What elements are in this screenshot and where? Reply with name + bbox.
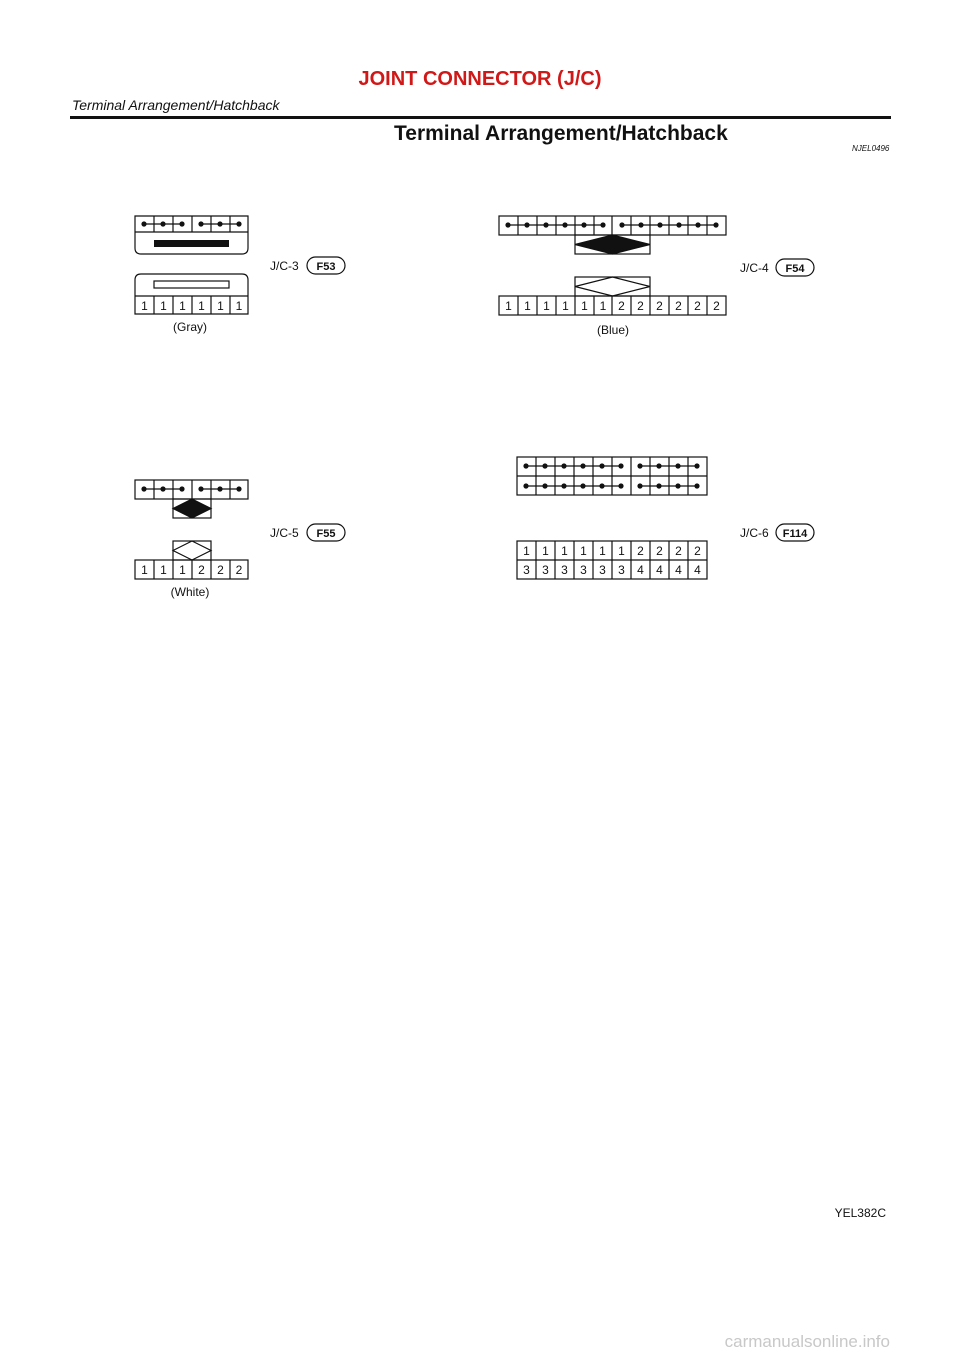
jc6-terminal-r2-6: 3 xyxy=(618,563,625,577)
jc3-terminal-1: 1 xyxy=(141,299,148,313)
page-header-title: JOINT CONNECTOR (J/C) xyxy=(358,68,602,90)
jc4-terminal-2: 1 xyxy=(524,299,531,313)
section-title: Terminal Arrangement/Hatchback xyxy=(394,122,728,145)
jc4-badge: F54 xyxy=(786,263,806,275)
jc6-terminal-r2-8: 4 xyxy=(656,563,663,577)
jc3-terminal-2: 1 xyxy=(160,299,167,313)
jc3-terminal-5: 1 xyxy=(217,299,224,313)
jc6-terminal-r1-4: 1 xyxy=(580,544,587,558)
jc6-terminal-r1-1: 1 xyxy=(523,544,530,558)
jc6-terminal-r2-1: 3 xyxy=(523,563,530,577)
jc6-label: J/C-6 xyxy=(740,526,769,540)
jc6-terminal-r1-6: 1 xyxy=(618,544,625,558)
jc6-terminal-r2-3: 3 xyxy=(561,563,568,577)
jc4-terminal-12: 2 xyxy=(713,299,720,313)
jc4-terminal-3: 1 xyxy=(543,299,550,313)
jc6-terminal-r1-10: 2 xyxy=(694,544,701,558)
jc6-terminal-r1-3: 1 xyxy=(561,544,568,558)
jc5-badge: F55 xyxy=(317,528,336,540)
jc6-terminal-r2-4: 3 xyxy=(580,563,587,577)
jc6-terminal-r2-2: 3 xyxy=(542,563,549,577)
jc5-terminal-1: 1 xyxy=(141,563,148,577)
jc4-color: (Blue) xyxy=(597,323,629,337)
jc4-terminal-8: 2 xyxy=(637,299,644,313)
figure-code: YEL382C xyxy=(835,1206,887,1220)
watermark: carmanualsonline.info xyxy=(724,1332,890,1351)
connector-jc6 xyxy=(516,456,708,580)
jc6-terminal-r2-9: 4 xyxy=(675,563,682,577)
jc6-terminal-r1-7: 2 xyxy=(637,544,644,558)
page-header-subtitle: Terminal Arrangement/Hatchback xyxy=(72,97,280,113)
jc6-terminal-r2-7: 4 xyxy=(637,563,644,577)
jc5-terminal-5: 2 xyxy=(217,563,224,577)
jc4-terminal-1: 1 xyxy=(505,299,512,313)
jc3-terminal-6: 1 xyxy=(236,299,243,313)
jc5-terminal-2: 1 xyxy=(160,563,167,577)
jc6-terminal-r1-8: 2 xyxy=(656,544,663,558)
jc5-terminal-4: 2 xyxy=(198,563,205,577)
jc3-label: J/C-3 xyxy=(270,259,299,273)
jc3-terminal-4: 1 xyxy=(198,299,205,313)
jc4-terminal-6: 1 xyxy=(600,299,607,313)
jc5-terminal-6: 2 xyxy=(236,563,243,577)
jc6-terminal-r1-5: 1 xyxy=(599,544,606,558)
jc4-terminal-5: 1 xyxy=(581,299,588,313)
jc3-badge: F53 xyxy=(317,261,336,273)
jc5-color: (White) xyxy=(171,585,210,599)
jc4-label: J/C-4 xyxy=(740,261,769,275)
jc6-badge: F114 xyxy=(783,528,808,540)
section-code: NJEL0496 xyxy=(852,144,890,153)
jc3-color: (Gray) xyxy=(173,320,207,334)
connector-jc4 xyxy=(498,215,727,316)
jc5-terminal-3: 1 xyxy=(179,563,186,577)
connector-jc3 xyxy=(134,215,249,315)
header-rule xyxy=(70,116,891,119)
jc4-terminal-9: 2 xyxy=(656,299,663,313)
jc3-terminal-3: 1 xyxy=(179,299,186,313)
jc4-terminal-10: 2 xyxy=(675,299,682,313)
jc4-terminal-4: 1 xyxy=(562,299,569,313)
connector-jc5 xyxy=(134,479,249,580)
jc6-terminal-r1-2: 1 xyxy=(542,544,549,558)
jc6-terminal-r2-10: 4 xyxy=(694,563,701,577)
jc6-terminal-r2-5: 3 xyxy=(599,563,606,577)
jc4-terminal-7: 2 xyxy=(618,299,625,313)
jc5-label: J/C-5 xyxy=(270,526,299,540)
jc6-terminal-r1-9: 2 xyxy=(675,544,682,558)
jc4-terminal-11: 2 xyxy=(694,299,701,313)
